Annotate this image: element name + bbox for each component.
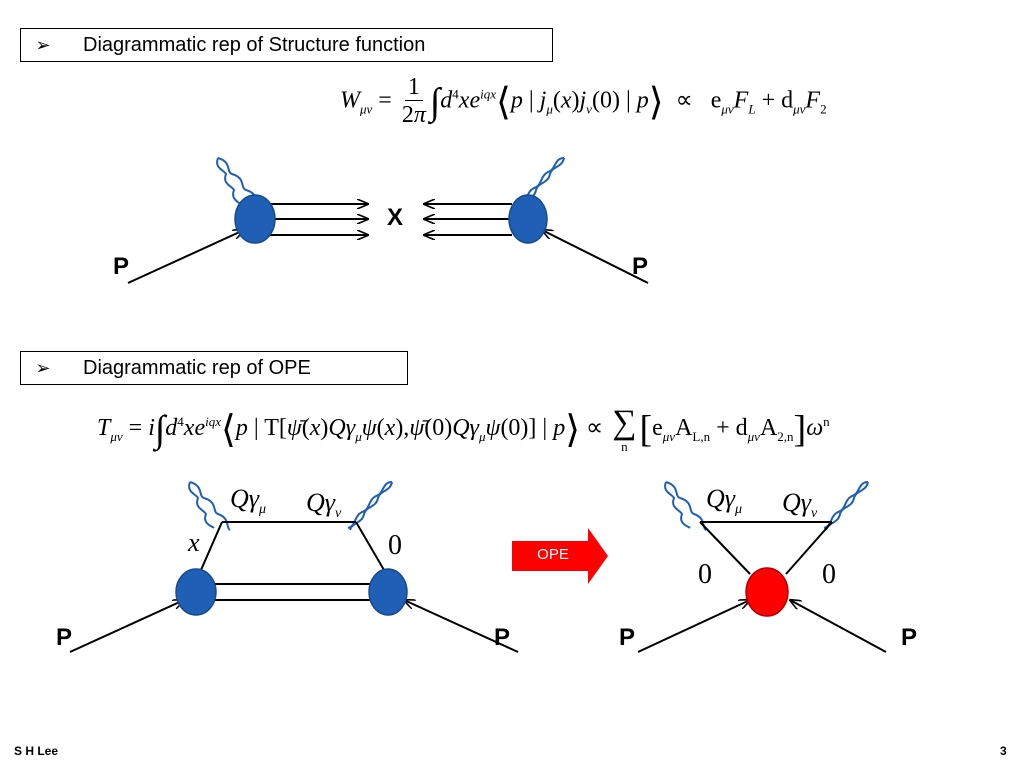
- footer-page-number: 3: [1000, 744, 1007, 758]
- diagram-ope-two-point: [69, 481, 519, 653]
- quark-line: [699, 521, 751, 575]
- interaction-blob: [368, 568, 408, 616]
- diagram-ope-local: [637, 481, 887, 653]
- ope-formula: Tμν = i∫d4xeiqx⟨p | T[ψ̄(x)Qγμψ(x),ψ̄(0)…: [97, 404, 830, 454]
- diagram-structure-function: [127, 157, 649, 284]
- label-p-left: P: [619, 624, 636, 651]
- interaction-blob: [175, 568, 217, 616]
- section-header-ope: ➢ Diagrammatic rep of OPE: [20, 351, 408, 385]
- label-p-right: P: [901, 624, 918, 651]
- label-zero-right: 0: [822, 559, 836, 590]
- proton-line: [542, 230, 649, 284]
- label-x-position: x: [188, 528, 200, 557]
- bullet-arrow-icon: ➢: [35, 34, 51, 55]
- proton-line: [127, 230, 244, 284]
- label-x-final-state: X: [387, 204, 404, 231]
- label-p-left: P: [113, 253, 130, 280]
- bullet-arrow-icon: ➢: [35, 357, 51, 378]
- proton-line: [637, 600, 750, 653]
- label-qgamma-mu: Qγμ: [230, 484, 267, 518]
- section-title: Diagrammatic rep of OPE: [83, 356, 311, 379]
- label-qgamma-mu: Qγμ: [706, 484, 743, 518]
- label-p-left: P: [56, 624, 73, 651]
- ope-arrow-icon: [512, 528, 608, 584]
- label-qgamma-nu: Qγν: [306, 488, 342, 522]
- section-header-structure-function: ➢ Diagrammatic rep of Structure function: [20, 28, 553, 62]
- ope-arrow-label: OPE: [537, 546, 569, 563]
- proton-line: [404, 600, 519, 653]
- quark-line: [785, 521, 833, 575]
- section-title: Diagrammatic rep of Structure function: [83, 33, 426, 56]
- local-operator-blob: [745, 567, 789, 617]
- label-p-right: P: [632, 253, 649, 280]
- label-qgamma-nu: Qγν: [782, 488, 818, 522]
- label-zero: 0: [388, 530, 402, 561]
- label-p-right: P: [494, 624, 511, 651]
- footer-author: S H Lee: [14, 744, 59, 758]
- label-zero-left: 0: [698, 559, 712, 590]
- proton-line: [790, 600, 887, 653]
- gluon-line: [823, 481, 869, 531]
- interaction-blob: [234, 194, 276, 244]
- proton-line: [69, 600, 184, 653]
- quark-line: [200, 521, 223, 571]
- interaction-blob: [508, 194, 548, 244]
- quark-line: [355, 521, 385, 571]
